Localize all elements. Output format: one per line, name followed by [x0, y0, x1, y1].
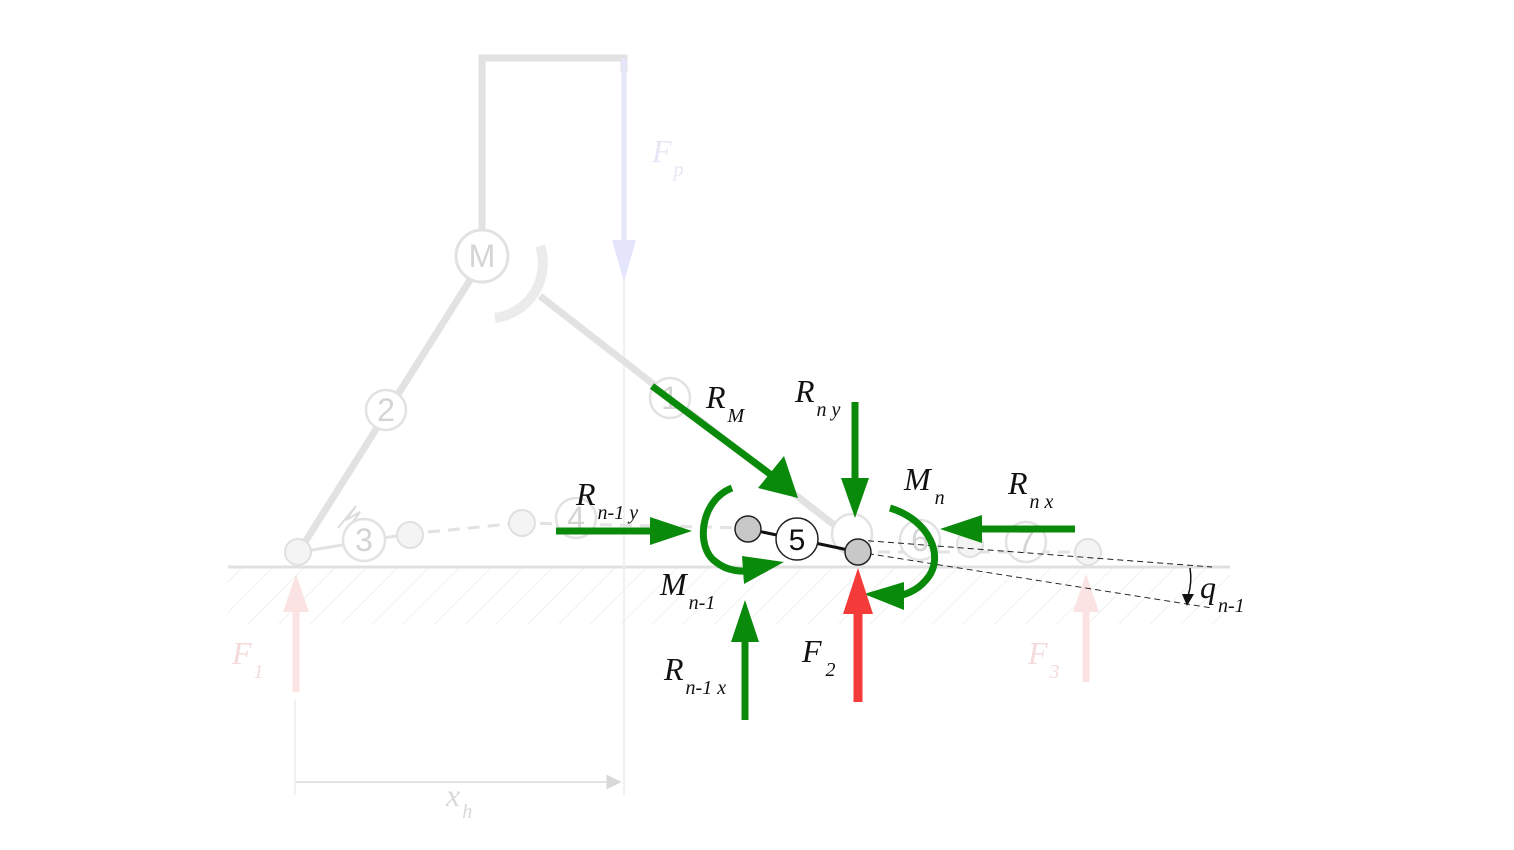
reference-dash-horizontal: [857, 539, 1213, 568]
link-7-label: 7: [1017, 524, 1035, 560]
upper-frame: [478, 54, 628, 230]
label-q-n1: qn-1: [1200, 569, 1245, 617]
rny-arrow: [841, 478, 869, 518]
motor-arc: [494, 244, 548, 323]
motor-node: [454, 228, 510, 284]
mn-arrow: [864, 582, 904, 610]
mn1-arrow: [742, 556, 784, 584]
label-m-n1: Mn-1: [659, 566, 715, 614]
ground-hatching: [228, 568, 1230, 624]
link-3-label: 3: [355, 522, 373, 558]
f2-arrow: [843, 568, 873, 614]
node-right-foot: [1074, 538, 1102, 566]
link-2-label: 2: [377, 392, 395, 428]
joint-left: [734, 515, 762, 543]
node-left-foot: [284, 538, 312, 566]
label-r-nx: Rn x: [1007, 465, 1054, 513]
link-4-label: 4: [567, 500, 585, 536]
rn1x-arrow: [731, 600, 759, 642]
f3-arrow: [1073, 574, 1099, 612]
background-mechanism: M 2 1 3 4 6 7: [228, 54, 1230, 795]
motor-label: M: [469, 238, 496, 274]
label-f-2: F2: [801, 633, 836, 681]
label-r-n1y: Rn-1 y: [575, 476, 638, 524]
segment-5: 5: [734, 515, 1213, 609]
label-r-ny: Rn y: [794, 373, 841, 421]
link-3-node: [341, 517, 387, 563]
labels: RM Rn y Mn Rn x Rn-1 y Mn-1 Rn-1 x F2 qn…: [231, 133, 1245, 823]
rn1y-arrow: [650, 517, 692, 545]
rnx-arrow: [940, 515, 982, 543]
label-r-m: RM: [705, 379, 746, 427]
fp-arrow: [612, 240, 636, 282]
segment-5-node: [775, 517, 819, 561]
segment-5-label: 5: [789, 524, 806, 557]
f1-arrow: [283, 574, 309, 612]
link-6-node: [898, 518, 942, 562]
rm-arrow: [758, 456, 798, 498]
label-f-3: F3: [1027, 635, 1060, 683]
label-r-n1x: Rn-1 x: [663, 651, 726, 699]
joint-right: [844, 538, 872, 566]
label-m-n: Mn: [903, 461, 945, 509]
forces: [556, 383, 1075, 720]
label-f-p: Fp: [651, 133, 684, 181]
label-f-1: F1: [231, 635, 264, 683]
